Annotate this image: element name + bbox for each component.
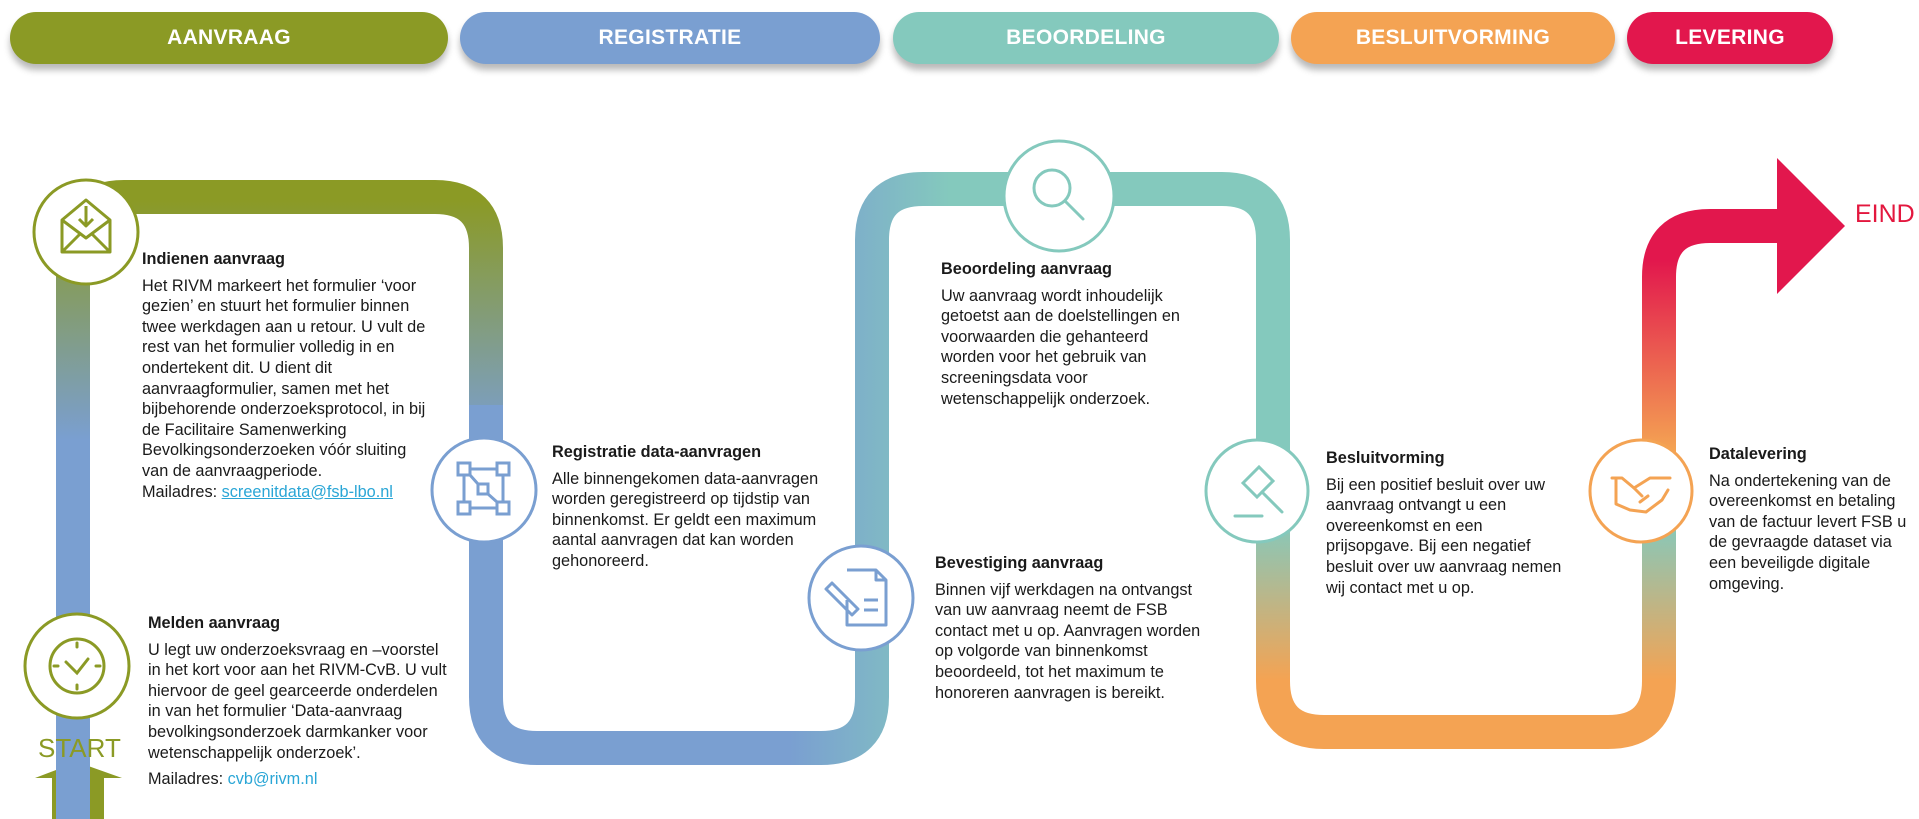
phase-besluitvorming: BESLUITVORMING — [1291, 12, 1615, 64]
mail-link-fsb[interactable]: screenitdata@fsb-lbo.nl — [221, 482, 393, 501]
step-datalevering: Datalevering Na ondertekening van de ove… — [1709, 444, 1914, 594]
step-melden-aanvraag: Melden aanvraag U legt uw onderzoeksvraa… — [148, 613, 448, 790]
step-title: Registratie data-aanvragen — [552, 443, 762, 461]
end-label: EIND — [1855, 200, 1915, 228]
step-title: Beoordeling aanvraag — [941, 260, 1113, 278]
step-text: Alle binnengekomen data-aanvragen worden… — [552, 469, 819, 570]
step-bevestiging-aanvraag: Bevestiging aanvraag Binnen vijf werkdag… — [935, 553, 1215, 703]
step-title: Datalevering — [1709, 445, 1807, 463]
flow-path-beoordeling — [1256, 285, 1676, 749]
flow-path-registratie — [469, 172, 1290, 765]
mail-prefix: Mailadres: — [148, 770, 224, 789]
step-mail-row: Mailadres: cvb@rivm.nl — [148, 769, 448, 790]
step-text: U legt uw onderzoeksvraag en –voorstel i… — [148, 640, 447, 762]
handshake-icon — [1588, 438, 1694, 544]
step-title: Besluitvorming — [1326, 449, 1445, 467]
envelope-download-icon — [32, 178, 140, 286]
mail-prefix: Mailadres: — [142, 482, 218, 501]
document-pen-icon — [807, 544, 915, 652]
gavel-icon — [1204, 438, 1310, 544]
phase-beoordeling: BEOORDELING — [893, 12, 1279, 64]
mail-link-rivm[interactable]: cvb@rivm.nl — [227, 770, 318, 789]
step-text: Uw aanvraag wordt inhoudelijk getoetst a… — [941, 286, 1180, 408]
end-arrow — [1777, 158, 1845, 294]
phase-aanvraag: AANVRAAG — [10, 12, 448, 64]
flow-path-levering — [1642, 209, 1780, 485]
step-title: Melden aanvraag — [148, 614, 281, 632]
step-beoordeling-aanvraag: Beoordeling aanvraag Uw aanvraag wordt i… — [941, 259, 1191, 409]
magnifier-icon — [1002, 139, 1116, 253]
step-indienen-aanvraag: Indienen aanvraag Het RIVM markeert het … — [142, 249, 434, 502]
step-mail-row: Mailadres: screenitdata@fsb-lbo.nl — [142, 482, 434, 503]
step-besluitvorming: Besluitvorming Bij een positief besluit … — [1326, 448, 1566, 598]
step-text: Binnen vijf werkdagen na ontvangst van u… — [935, 580, 1201, 702]
step-text: Het RIVM markeert het formulier ‘voor ge… — [142, 276, 426, 480]
step-title: Indienen aanvraag — [142, 250, 285, 268]
network-nodes-icon — [430, 436, 538, 544]
step-text: Na ondertekening van de overeenkomst en … — [1709, 471, 1907, 593]
clock-icon — [23, 612, 131, 720]
step-text: Bij een positief besluit over uw aanvraa… — [1326, 475, 1562, 597]
step-title: Bevestiging aanvraag — [935, 554, 1104, 572]
phase-registratie: REGISTRATIE — [460, 12, 880, 64]
start-label: START — [38, 733, 121, 763]
phase-levering: LEVERING — [1627, 12, 1833, 64]
step-registratie-data-aanvragen: Registratie data-aanvragen Alle binnenge… — [552, 442, 822, 572]
